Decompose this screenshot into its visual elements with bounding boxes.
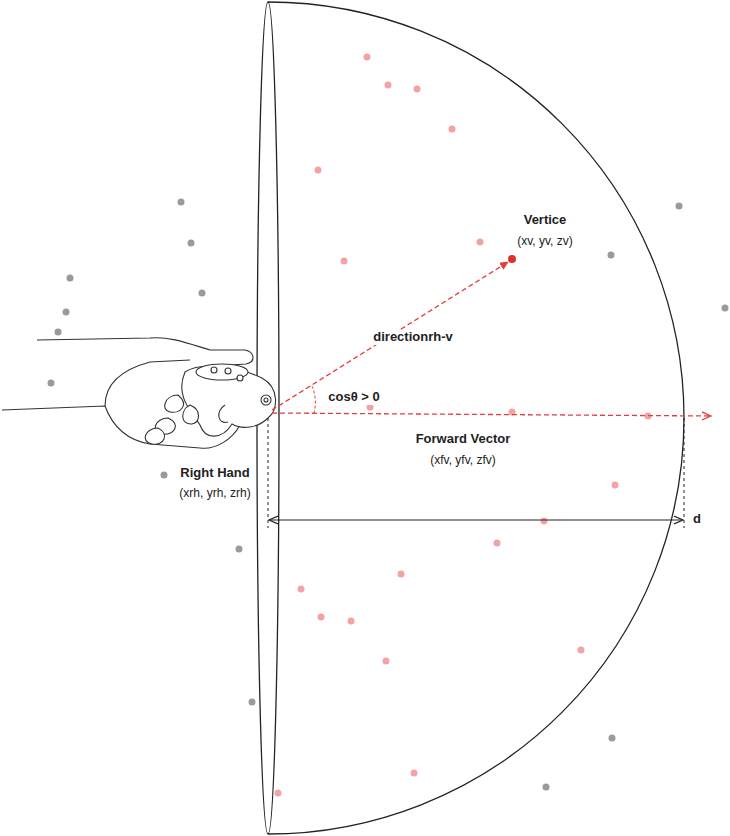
vertex-label: Vertice [522,213,569,228]
direction-vector [272,262,508,410]
angle-arc [312,386,315,413]
hand-coords: (xrh, yrh, zrh) [177,487,252,501]
vertex-dot [508,255,516,263]
hemisphere-arc [268,2,684,834]
angle-label: cosθ > 0 [326,390,381,405]
dimension-label: d [691,512,703,527]
vertex-coords: (xv, yv, zv) [515,235,575,249]
hand-controller [2,338,276,449]
forward-label: Forward Vector [414,432,513,447]
outside-dots [48,199,729,791]
forward-vector [272,413,710,416]
dimension-tick [684,418,685,528]
hand-label: Right Hand [178,466,251,481]
dimension-tick [268,418,269,528]
inside-dots [275,54,652,797]
forward-coords: (xfv, yfv, zfv) [428,454,498,468]
direction-label: directionrh-v [371,330,454,345]
dimension-line [270,519,682,520]
